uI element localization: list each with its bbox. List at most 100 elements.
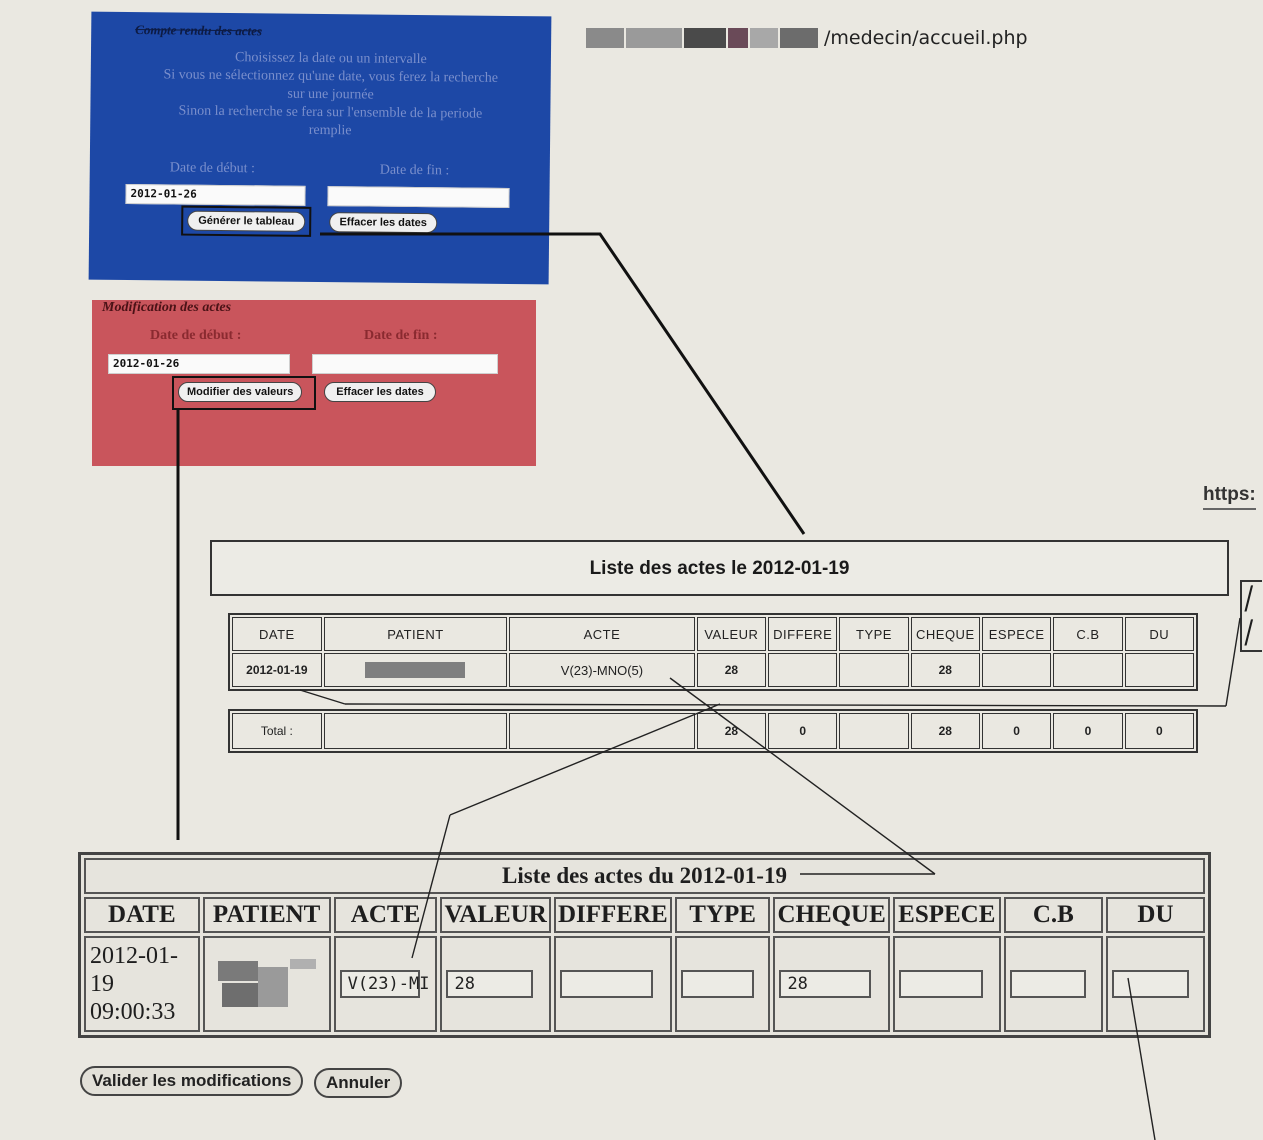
redacted-block <box>684 28 726 48</box>
edit-cell-cb <box>1003 936 1103 1032</box>
redacted-patient <box>212 959 322 1009</box>
edit-cell-type <box>674 936 771 1032</box>
edit-cell-du <box>1105 936 1205 1032</box>
col-header: VALEUR <box>440 897 551 933</box>
total-differe: 0 <box>768 713 838 749</box>
panel-legend: Compte rendu des actes <box>135 22 263 39</box>
annotation-line <box>1225 617 1241 707</box>
edit-header-row: DATE PATIENT ACTE VALEUR DIFFERE TYPE CH… <box>84 897 1205 933</box>
edit-cell-valeur: 28 <box>440 936 551 1032</box>
start-date-input[interactable]: 2012-01-26 <box>125 183 306 206</box>
edit-cell-patient <box>202 936 331 1032</box>
annotation-line <box>299 689 346 705</box>
date-line: 2012-01-19 <box>90 943 178 997</box>
validate-modifications-button[interactable]: Valider les modifications <box>80 1066 304 1096</box>
total-cb: 0 <box>1053 713 1123 749</box>
panel-legend: Modification des actes <box>102 300 232 315</box>
acte-input[interactable]: V(23)-MI <box>339 970 429 998</box>
differe-input[interactable] <box>559 970 654 998</box>
cell-acte: V(23)-MNO(5) <box>509 653 695 687</box>
start-date-label: Date de début : <box>150 328 242 343</box>
edit-title-row: Liste des actes du 2012-01-19 <box>84 858 1205 894</box>
espece-input[interactable] <box>898 970 984 998</box>
totals-row: Total : 28 0 28 0 0 0 <box>232 713 1194 749</box>
totals-table: Total : 28 0 28 0 0 0 <box>228 709 1198 753</box>
clear-dates-button[interactable]: Effacer les dates <box>324 382 436 402</box>
edit-table: Liste des actes du 2012-01-19 DATE PATIE… <box>78 852 1211 1038</box>
clear-dates-button[interactable]: Effacer les dates <box>329 212 438 234</box>
col-header: VALEUR <box>696 617 767 651</box>
col-header: DATE <box>84 897 200 933</box>
total-valeur: 28 <box>696 713 767 749</box>
cb-input[interactable] <box>1009 970 1087 998</box>
cropped-right-element: ▏ ▏ <box>1240 580 1263 652</box>
cell-du <box>1124 653 1194 687</box>
start-date-label: Date de début : <box>169 160 255 177</box>
col-header: ESPECE <box>981 617 1052 651</box>
table-header-row: DATE PATIENT ACTE VALEUR DIFFERE TYPE CH… <box>232 617 1194 651</box>
redacted-block <box>728 28 748 48</box>
redacted-block <box>626 28 682 48</box>
total-du: 0 <box>1124 713 1194 749</box>
modification-panel: Modification des actes Date de début : D… <box>92 300 536 466</box>
modify-values-button[interactable]: Modifier des valeurs <box>178 382 302 402</box>
url-path: /medecin/accueil.php <box>824 27 1028 49</box>
col-header: C.B <box>1053 617 1123 651</box>
cropped-glyph: ▏ <box>1246 586 1263 611</box>
col-header: DIFFERE <box>768 617 838 651</box>
valeur-input[interactable]: 28 <box>446 970 533 998</box>
col-header: ACTE <box>509 617 695 651</box>
edit-cell-differe <box>553 936 672 1032</box>
cancel-button[interactable]: Annuler <box>314 1068 403 1098</box>
cropped-glyph: ▏ <box>1246 620 1263 645</box>
col-header: PATIENT <box>202 897 331 933</box>
col-header: PATIENT <box>323 617 508 651</box>
edit-cell-date: 2012-01-19 09:00:33 <box>84 936 200 1032</box>
col-header: DIFFERE <box>553 897 672 933</box>
cell-patient <box>323 653 508 687</box>
url-fragment: https: <box>1203 484 1256 510</box>
start-date-input[interactable]: 2012-01-26 <box>108 354 290 374</box>
col-header: ESPECE <box>892 897 1001 933</box>
col-header: ACTE <box>333 897 438 933</box>
report-title: Liste des actes le 2012-01-19 <box>589 558 850 579</box>
annotation-line <box>669 677 936 875</box>
end-date-input[interactable] <box>312 354 498 374</box>
total-patient <box>323 713 508 749</box>
col-header: CHEQUE <box>910 617 980 651</box>
total-cheque: 28 <box>910 713 980 749</box>
cell-valeur: 28 <box>696 653 767 687</box>
type-input[interactable] <box>680 970 755 998</box>
edit-row: 2012-01-19 09:00:33 V(23)-MI 28 28 <box>84 936 1205 1032</box>
generate-table-button[interactable]: Générer le tableau <box>187 210 306 232</box>
redacted-block <box>750 28 778 48</box>
cell-differe <box>768 653 838 687</box>
redacted-block <box>586 28 624 48</box>
table-row: 2012-01-19 V(23)-MNO(5) 28 28 <box>232 653 1194 687</box>
cell-espece <box>981 653 1052 687</box>
page-url: /medecin/accueil.php <box>586 26 1028 50</box>
col-header: DU <box>1124 617 1194 651</box>
edit-cell-espece <box>892 936 1001 1032</box>
compte-rendu-panel: Compte rendu des actes Choisissez la dat… <box>88 11 552 285</box>
cell-cheque: 28 <box>910 653 980 687</box>
annotation-line <box>344 703 1227 707</box>
cell-cb <box>1053 653 1123 687</box>
cell-type <box>839 653 909 687</box>
redacted-patient <box>365 662 466 679</box>
report-title-box: Liste des actes le 2012-01-19 <box>210 540 1229 596</box>
col-header: DATE <box>232 617 322 651</box>
highlight-box <box>172 376 316 410</box>
redacted-block <box>780 28 818 48</box>
cheque-input[interactable]: 28 <box>779 970 872 998</box>
cell-date: 2012-01-19 <box>232 653 322 687</box>
du-input[interactable] <box>1111 970 1189 998</box>
end-date-input[interactable] <box>327 186 510 208</box>
total-espece: 0 <box>981 713 1052 749</box>
report-table: DATE PATIENT ACTE VALEUR DIFFERE TYPE CH… <box>228 613 1198 691</box>
col-header: CHEQUE <box>773 897 890 933</box>
edit-table-title: Liste des actes du 2012-01-19 <box>84 858 1205 894</box>
edit-cell-cheque: 28 <box>773 936 890 1032</box>
time-line: 09:00:33 <box>90 999 176 1025</box>
end-date-label: Date de fin : <box>379 162 450 179</box>
